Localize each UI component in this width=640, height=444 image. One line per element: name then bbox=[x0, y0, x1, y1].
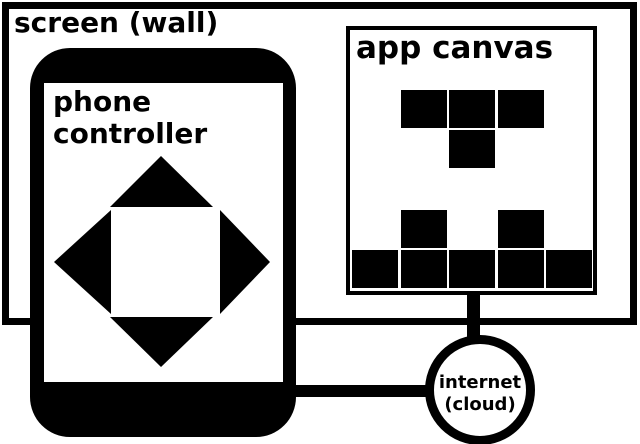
phone-label: phone controller bbox=[53, 86, 207, 150]
tetris-block bbox=[401, 250, 447, 288]
tetris-block bbox=[546, 250, 592, 288]
tetris-block bbox=[498, 210, 544, 248]
tetris-block bbox=[449, 130, 495, 168]
phone-label-line2: controller bbox=[53, 117, 208, 150]
tetris-block bbox=[449, 250, 495, 288]
app-canvas-box: app canvas bbox=[346, 26, 597, 295]
dpad-icon bbox=[54, 156, 270, 367]
tetris-block bbox=[449, 90, 495, 128]
internet-cloud-node: internet (cloud) bbox=[425, 335, 535, 444]
phone-screen: phone controller bbox=[44, 83, 283, 382]
connector-canvas-to-internet bbox=[467, 292, 480, 347]
phone-device: phone controller bbox=[30, 48, 296, 437]
dpad-down-icon bbox=[110, 317, 213, 367]
tetris-block bbox=[498, 90, 544, 128]
tetris-block bbox=[401, 90, 447, 128]
dpad-right-icon bbox=[220, 210, 270, 314]
screen-wall-label: screen (wall) bbox=[14, 6, 219, 39]
internet-label-line1: internet bbox=[438, 371, 522, 393]
tetris-block bbox=[498, 250, 544, 288]
phone-label-line1: phone bbox=[53, 85, 152, 118]
dpad-left-icon bbox=[54, 210, 111, 314]
app-canvas-label: app canvas bbox=[356, 30, 554, 66]
tetris-block bbox=[352, 250, 398, 288]
internet-label-line2: (cloud) bbox=[444, 393, 516, 415]
tetris-block bbox=[401, 210, 447, 248]
dpad-up-icon bbox=[110, 156, 213, 207]
connector-phone-to-internet bbox=[288, 385, 434, 397]
